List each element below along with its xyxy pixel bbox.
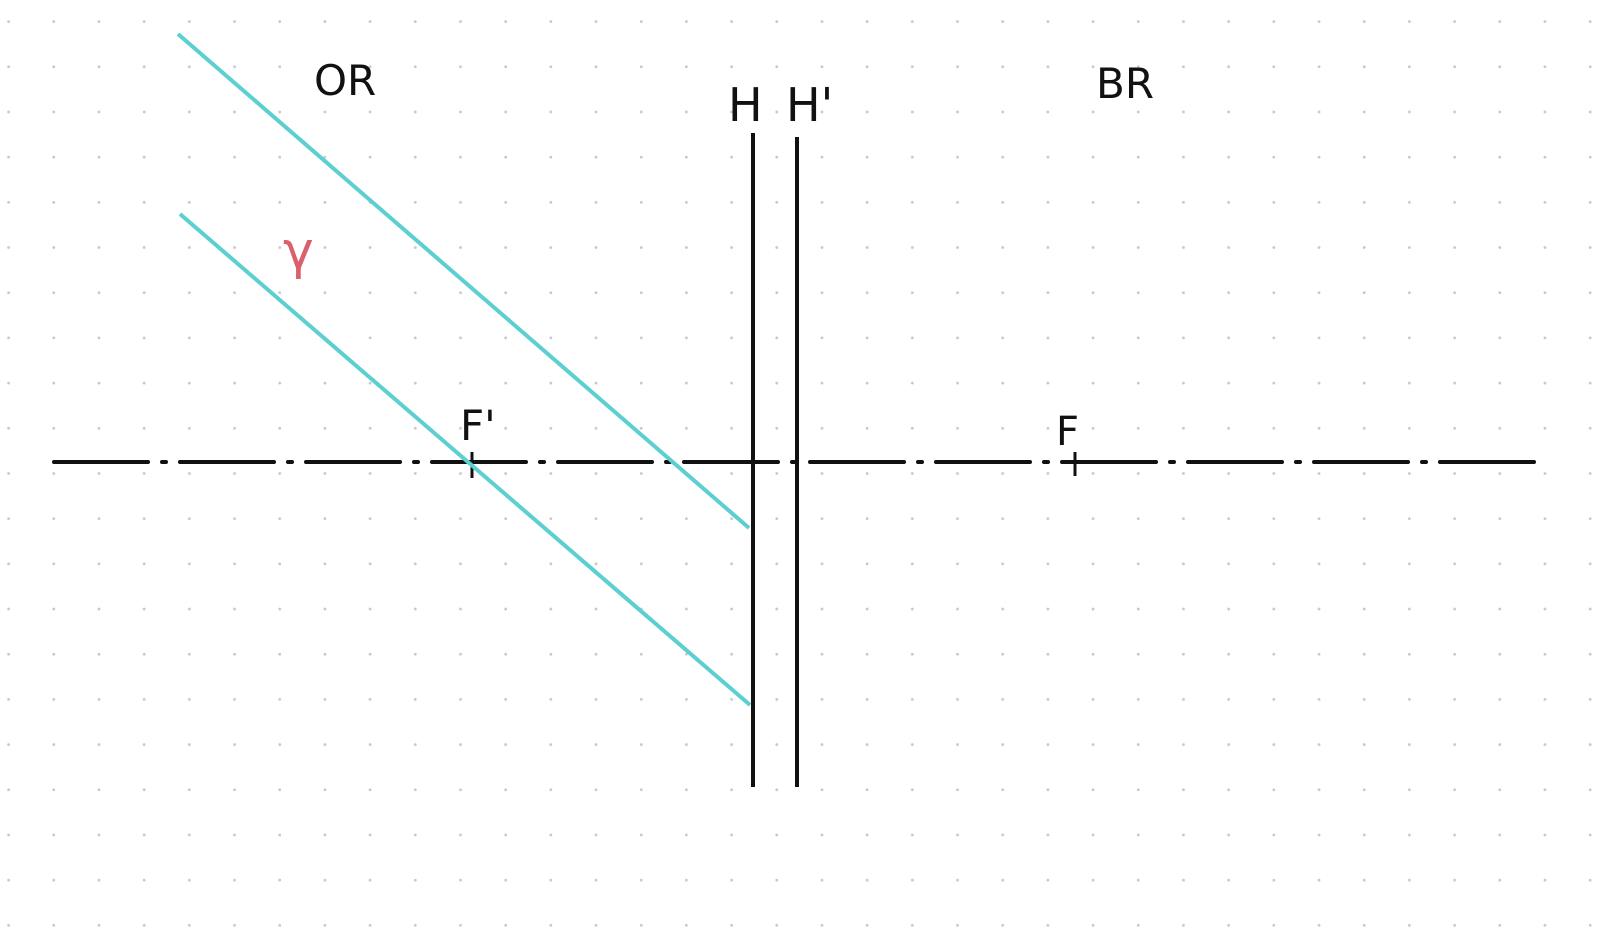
principal-plane-h-label: H — [728, 78, 763, 132]
image-space-label: BR — [1096, 59, 1154, 108]
focal-point-f-label: F — [1056, 409, 1079, 455]
incident-ray-upper — [176, 32, 751, 530]
ray-angle-label: γ — [283, 221, 314, 281]
principal-plane-h-prime-label: H' — [786, 78, 833, 132]
incident-ray-lower — [178, 212, 752, 707]
object-space-label: OR — [314, 56, 376, 105]
focal-point-f-prime-label: F' — [460, 401, 496, 450]
